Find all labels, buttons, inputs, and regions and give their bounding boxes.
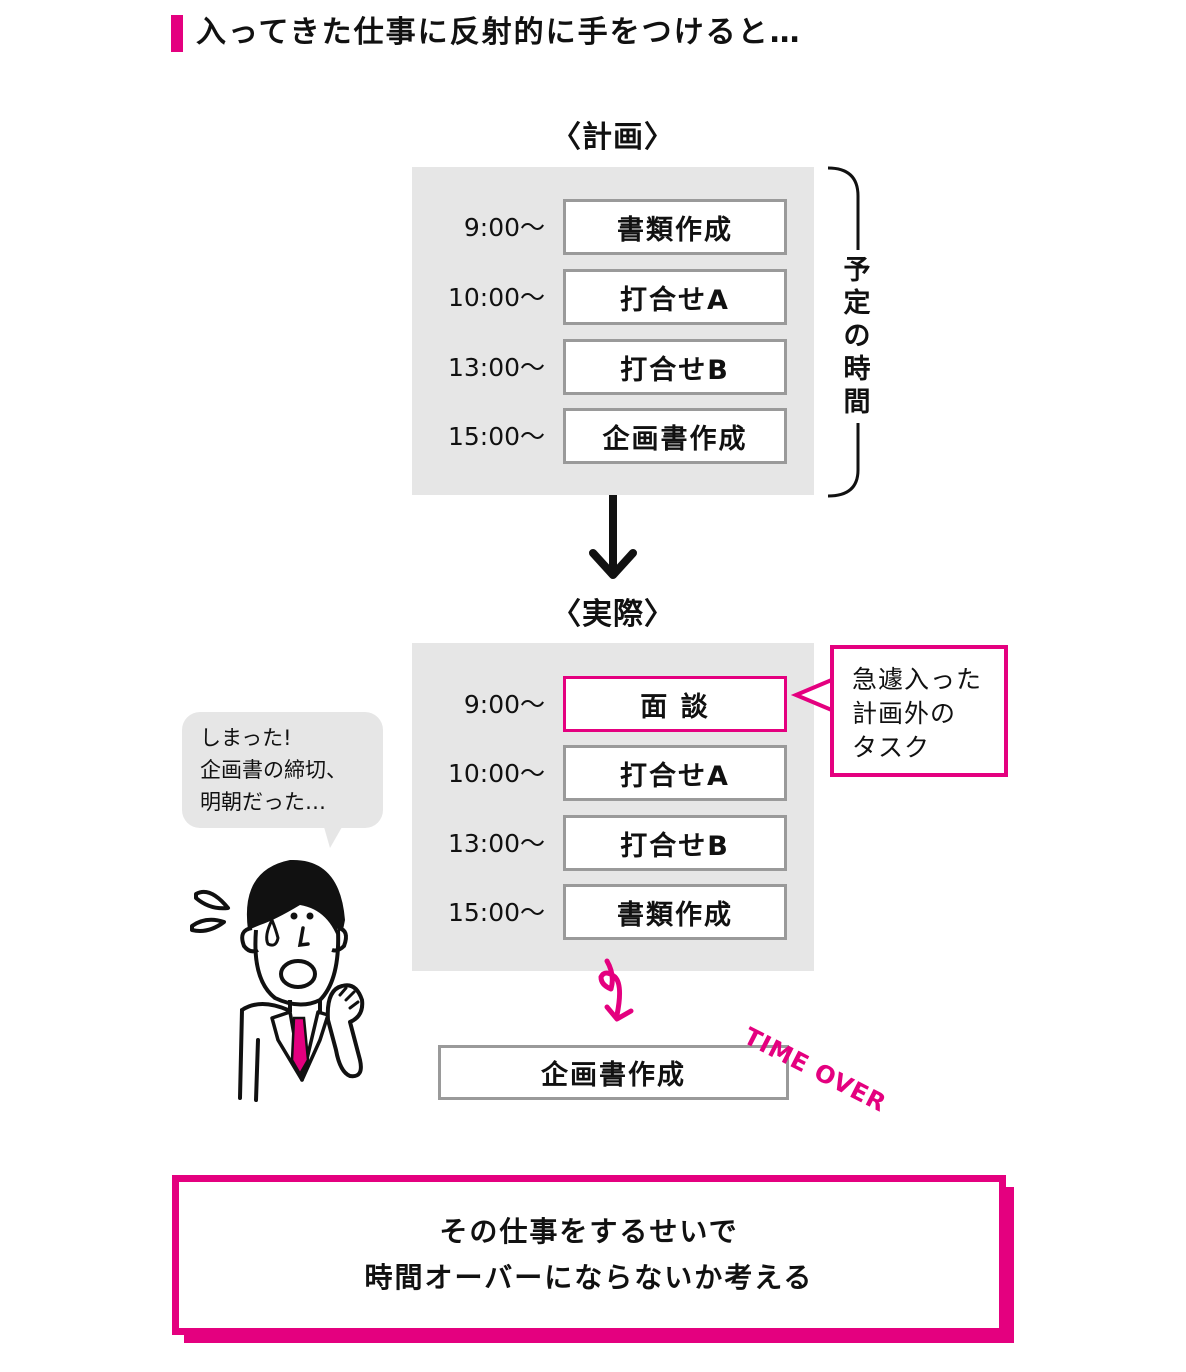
- plan-task-box: 打合せA: [563, 269, 787, 325]
- actual-task-box: 打合せA: [563, 745, 787, 801]
- unplanned-task-box: 面 談: [563, 676, 787, 732]
- actual-time-label: 13:00〜: [447, 829, 545, 858]
- plan-time-label: 10:00〜: [447, 283, 545, 312]
- title-accent-bar: [171, 15, 183, 52]
- actual-time-label: 10:00〜: [447, 759, 545, 788]
- unplanned-task-callout: 急遽入った 計画外の タスク: [830, 645, 1008, 777]
- worried-businessman-icon: [190, 859, 365, 1102]
- plan-time-label: 13:00〜: [447, 353, 545, 382]
- speech-bubble-tail-icon: [322, 820, 346, 848]
- actual-task-box: 書類作成: [563, 884, 787, 940]
- conclusion-box: その仕事をするせいで 時間オーバーにならないか考える: [172, 1175, 1006, 1335]
- actual-task-box: 打合せB: [563, 815, 787, 871]
- plan-heading: 〈計画〉: [551, 120, 675, 155]
- overflow-task-box: 企画書作成: [438, 1045, 789, 1100]
- squiggle-arrow-icon: [598, 958, 634, 1022]
- plan-task-box: 企画書作成: [563, 408, 787, 464]
- plan-time-label: 15:00〜: [447, 422, 545, 451]
- speech-bubble: しまった! 企画書の締切、 明朝だった…: [182, 712, 383, 828]
- actual-time-label: 15:00〜: [447, 898, 545, 927]
- page-title: 入ってきた仕事に反射的に手をつけると…: [196, 15, 802, 50]
- plan-time-label: 9:00〜: [463, 213, 545, 242]
- plan-task-box: 打合せB: [563, 339, 787, 395]
- down-arrow-icon: [589, 495, 637, 579]
- actual-time-label: 9:00〜: [463, 690, 545, 719]
- scheduled-time-label: 予 定 の 時 間: [840, 250, 874, 423]
- plan-task-box: 書類作成: [563, 199, 787, 255]
- actual-heading: 〈実際〉: [551, 597, 675, 632]
